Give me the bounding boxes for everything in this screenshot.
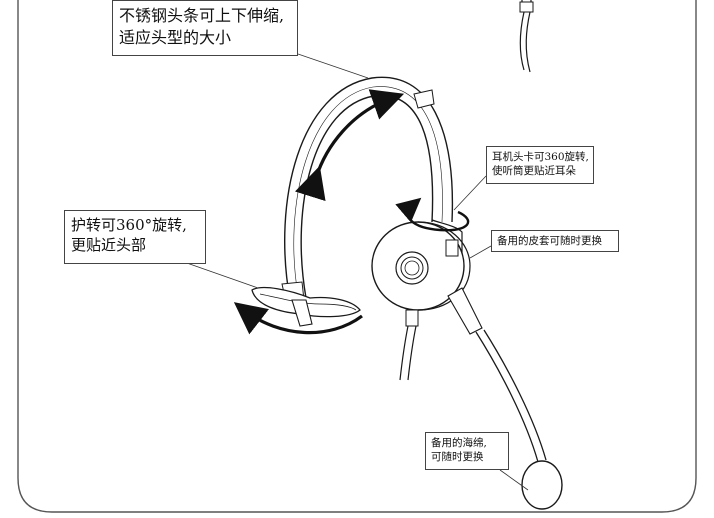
callout-temple-rotate: 护转可360°旋转, 更贴近头部 bbox=[64, 210, 206, 264]
callout-foam-line1: 备用的海绵, bbox=[431, 437, 487, 449]
callout-earclip-line1: 耳机头卡可360旋转, bbox=[492, 151, 589, 163]
callout-rotate-line1: 护转可360°旋转, bbox=[71, 216, 187, 234]
callout-earclip-line2: 使听筒更贴近耳朵 bbox=[492, 165, 576, 178]
callout-headband-line1: 不锈钢头条可上下伸缩, bbox=[119, 6, 285, 25]
callout-rotate-line2: 更贴近头部 bbox=[71, 236, 147, 255]
outer-frame bbox=[17, 0, 697, 513]
callout-ear-cover: 备用的皮套可随时更换 bbox=[491, 230, 619, 252]
callout-foam-line2: 可随时更换 bbox=[431, 451, 484, 464]
callout-headband: 不锈钢头条可上下伸缩, 适应头型的大小 bbox=[112, 0, 298, 56]
top-cable bbox=[519, 0, 534, 73]
temple-pad bbox=[251, 286, 361, 327]
callout-ear-clip: 耳机头卡可360旋转, 使听筒更贴近耳朵 bbox=[486, 146, 594, 184]
mic-boom bbox=[447, 287, 563, 510]
callout-mic-foam: 备用的海绵, 可随时更换 bbox=[425, 432, 509, 470]
earpiece bbox=[371, 219, 471, 381]
rotation-arrows bbox=[233, 89, 470, 335]
callout-cover-line1: 备用的皮套可随时更换 bbox=[497, 235, 602, 247]
leader-lines bbox=[183, 53, 529, 491]
callout-headband-line2: 适应头型的大小 bbox=[119, 27, 232, 47]
